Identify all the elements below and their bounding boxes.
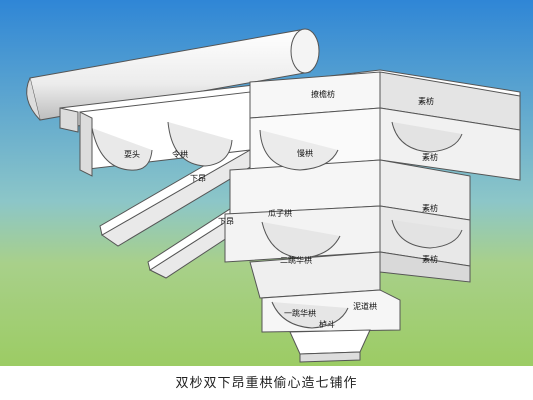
label-liaoyanfang: 撩檐枋: [311, 89, 335, 99]
label-sufang-4: 素枋: [422, 254, 438, 264]
label-xiaang-mid: 下昂: [218, 217, 234, 226]
label-mangong: 慢栱: [297, 148, 313, 158]
component-labels: 耍头 令栱 下昂 下昂 撩檐枋 慢栱 素枋 素枋 素枋 素枋 瓜子栱 二跳华栱 …: [124, 89, 438, 329]
label-niyangong: 泥道栱: [353, 301, 377, 311]
figure-caption: 双杪双下昂重栱偷心造七铺作: [175, 376, 358, 391]
label-sufang-2: 素枋: [422, 152, 438, 162]
label-linggong: 令栱: [172, 149, 188, 159]
label-erchao-huagong: 二跳华栱: [280, 255, 312, 265]
label-ludou: 栌斗: [319, 319, 335, 329]
bracket-body: [59, 69, 521, 363]
label-shuaxiang: 耍头: [124, 149, 140, 159]
label-yichao-huagong: 一跳华栱: [284, 308, 316, 318]
label-xiaang-top: 下昂: [190, 174, 206, 183]
purlin-cylinder: [26, 28, 320, 121]
label-sufang-1: 素枋: [418, 96, 434, 106]
bracket-set-illustration: 耍头 令栱 下昂 下昂 撩檐枋 慢栱 素枋 素枋 素枋 素枋 瓜子栱 二跳华栱 …: [0, 0, 533, 366]
label-guazigong: 瓜子栱: [268, 208, 292, 218]
label-sufang-3: 素枋: [422, 203, 438, 213]
